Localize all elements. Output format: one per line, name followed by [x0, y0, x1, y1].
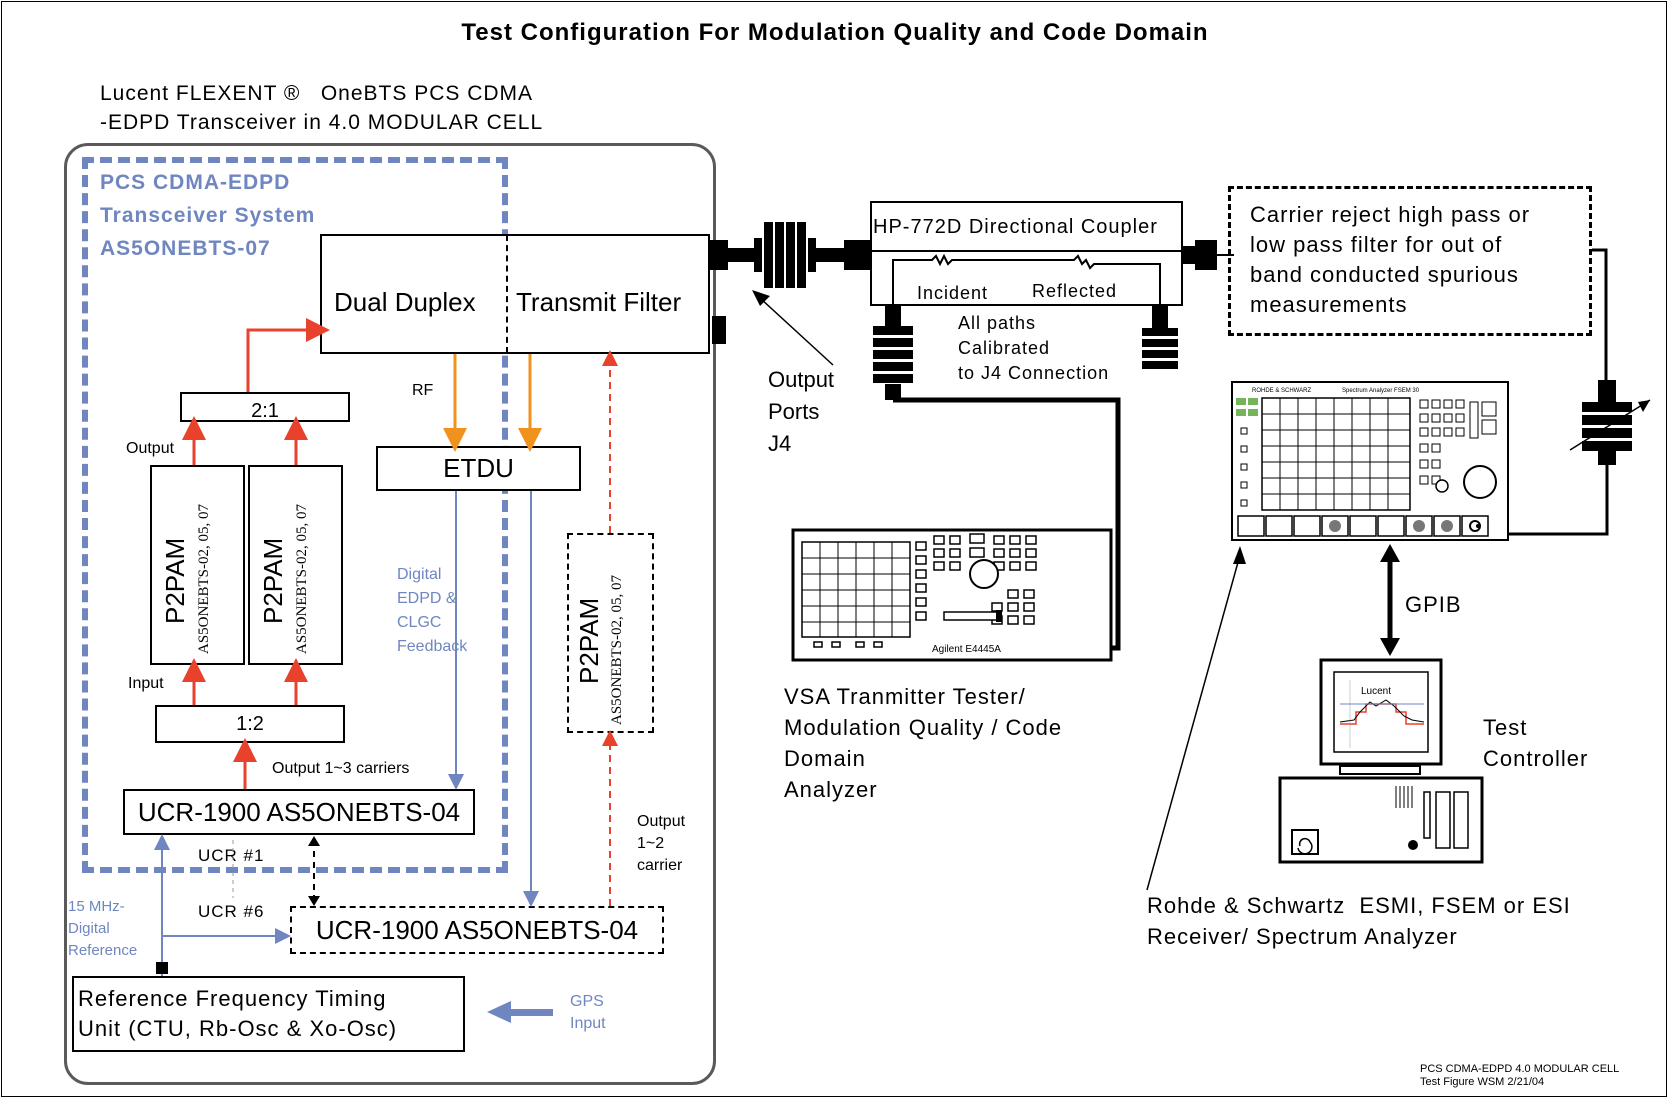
coupler-incident-label: Incident: [917, 283, 989, 303]
filter-note-line1: Carrier reject high pass or: [1250, 202, 1531, 227]
splitter-label: 1:2: [236, 712, 264, 735]
output-carrier-line3: carrier: [637, 857, 683, 874]
cell-caption-line2: -EDPD Transceiver in 4.0 MODULAR CELL: [100, 111, 544, 134]
variable-attenuator: [1582, 380, 1632, 465]
dual-duplex-label: Dual Duplex: [334, 287, 476, 317]
gpib-label: GPIB: [1405, 592, 1462, 617]
output-label: Output: [126, 440, 175, 457]
vsa-caption-line1: VSA Tranmitter Tester/: [784, 684, 1026, 709]
vsa-instrument: Agilent E4445A: [791, 528, 1113, 662]
etdu-block: ETDU: [376, 446, 581, 491]
reference-unit-line2: Unit (CTU, Rb-Osc & Xo-Osc): [78, 1016, 398, 1041]
coupler-note-line2: Calibrated: [958, 338, 1051, 358]
input-label: Input: [128, 675, 164, 692]
transceiver-system-outline: [82, 157, 508, 873]
footer-line2: Test Figure WSM 2/21/04: [1420, 1076, 1545, 1088]
combiner-2-1: 2:1: [180, 392, 350, 422]
coupler-title: HP-772D Directional Coupler: [873, 216, 1158, 238]
reference-unit-line1: Reference Frequency Timing: [78, 986, 387, 1011]
ucr-main-block: UCR-1900 AS5ONEBTS-04: [123, 789, 475, 835]
coupler-note-line1: All paths: [958, 313, 1037, 333]
output-carriers-label: Output 1~3 carriers: [272, 760, 410, 777]
combiner-label: 2:1: [251, 399, 279, 422]
output-ports-pointer: [759, 297, 834, 366]
duplexer-filter-box: [320, 234, 710, 354]
analyzer-model: Spectrum Analyzer FSEM 30: [1342, 388, 1420, 394]
coupler-title-divider: [871, 250, 1182, 252]
p2pam-block-2: [248, 465, 343, 665]
gps-input-line1: GPS: [570, 993, 604, 1010]
rf-arrows: [443, 354, 542, 452]
filter-note-line4: measurements: [1250, 292, 1408, 317]
output-carrier-line2: 1~2: [637, 835, 665, 852]
p2pam-block-3: [567, 533, 654, 733]
coupler-reflected-label: Reflected: [1032, 281, 1118, 301]
controller-screen-label: Lucent: [1361, 686, 1391, 697]
test-controller: Lucent: [1278, 658, 1484, 864]
modular-cell-outline: [64, 143, 716, 1085]
reference-timing-unit: Reference Frequency Timing Unit (CTU, Rb…: [72, 976, 465, 1052]
controller-caption-line1: Test: [1483, 715, 1528, 740]
vsa-caption-line2: Modulation Quality / Code: [784, 715, 1063, 740]
vsa-badge: Agilent E4445A: [932, 644, 1001, 655]
ucr1-label: UCR #1: [198, 846, 265, 865]
system-title-line3: AS5ONEBTS-07: [100, 237, 271, 260]
reference-tap: [156, 962, 168, 974]
vsa-caption-line4: Analyzer: [784, 777, 878, 802]
ucr-second-label: UCR-1900 AS5ONEBTS-04: [315, 914, 639, 945]
footer-line1: PCS CDMA-EDPD 4.0 MODULAR CELL: [1420, 1063, 1620, 1075]
pam-signal-arrows: [182, 318, 618, 906]
output-ports-line1: Output: [768, 367, 835, 392]
coupler-port-attenuator-left: [873, 306, 913, 400]
vsa-caption-line3: Domain: [784, 746, 866, 771]
ref-15mhz-line2: Digital: [68, 920, 110, 937]
gps-arrow: [487, 1001, 553, 1023]
ref-15mhz-line1: 15 MHz-: [68, 898, 125, 915]
output-ports-line2: Ports: [768, 399, 820, 424]
output-ports-line3: J4: [768, 431, 792, 456]
digital-feedback-line3: CLGC: [397, 614, 442, 631]
analyzer-caption-line2: Receiver/ Spectrum Analyzer: [1147, 924, 1458, 949]
filter-note-line2: low pass filter for out of: [1250, 232, 1503, 257]
diagram-title: Test Configuration For Modulation Qualit…: [461, 19, 1209, 46]
transmit-filter-label: Transmit Filter: [516, 287, 682, 317]
system-title-line1: PCS CDMA-EDPD: [100, 171, 291, 194]
digital-feedback-line4: Feedback: [397, 638, 468, 655]
directional-coupler-box: [870, 201, 1183, 306]
digital-feedback-line2: EDPD &: [397, 590, 457, 607]
analyzer-pointer: [1146, 554, 1241, 891]
p2pam-block-1: [150, 465, 245, 665]
rf-label: RF: [412, 382, 434, 399]
coupler-note-line3: to J4 Connection: [958, 363, 1110, 383]
splitter-1-2: 1:2: [155, 705, 345, 743]
ucr-main-label: UCR-1900 AS5ONEBTS-04: [137, 796, 461, 827]
coupler-port-termination-right: [1142, 306, 1178, 369]
ref-15mhz-line3: Reference: [68, 942, 138, 959]
output-carrier-line1: Output: [637, 813, 686, 830]
analyzer-caption-line1: Rohde & Schwartz ESMI, FSEM or ESI: [1147, 893, 1571, 918]
filter-note-line3: band conducted spurious: [1250, 262, 1519, 287]
output-port-connector: [710, 222, 870, 344]
filter-cable: [1592, 248, 1608, 380]
gpib-link: [1380, 544, 1400, 656]
filter-note-box: [1228, 186, 1592, 336]
system-title-line2: Transceiver System: [100, 204, 316, 227]
gps-input-line2: Input: [570, 1015, 606, 1032]
ucr6-label: UCR #6: [198, 902, 265, 921]
analyzer-brand: ROHDE & SCHWARZ: [1252, 388, 1311, 394]
cell-caption-line1: Lucent FLEXENT ® OneBTS PCS CDMA: [100, 82, 534, 105]
duplexer-divider: [506, 235, 508, 353]
digital-feedback-line1: Digital: [397, 566, 442, 583]
etdu-label: ETDU: [443, 453, 514, 483]
feedback-arrows: [154, 491, 539, 976]
coupler-internals: [892, 253, 1195, 305]
spectrum-analyzer: ROHDE & SCHWARZ Spectrum Analyzer FSEM 3…: [1231, 381, 1509, 541]
ucr-second-block: UCR-1900 AS5ONEBTS-04: [290, 906, 664, 954]
controller-caption-line2: Controller: [1483, 746, 1589, 771]
